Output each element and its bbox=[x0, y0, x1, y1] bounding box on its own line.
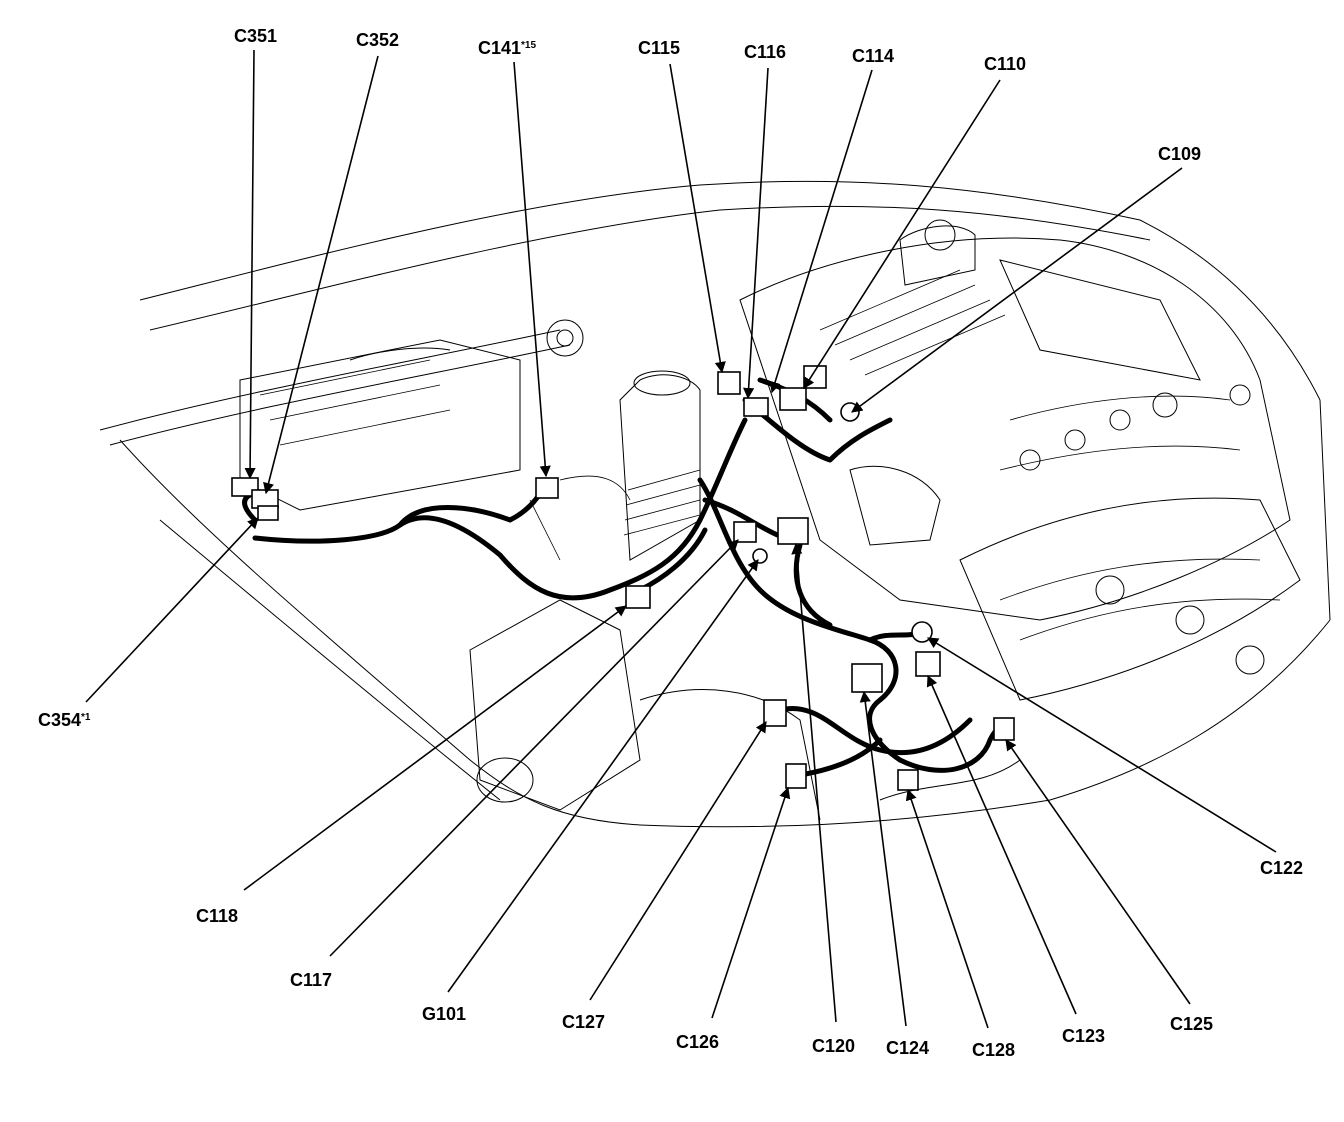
leader-c114 bbox=[769, 69, 873, 394]
label-c118: C118 bbox=[196, 906, 238, 926]
label-c127: C127 bbox=[562, 1012, 605, 1032]
connector-c354 bbox=[257, 505, 279, 521]
label-c126: C126 bbox=[676, 1032, 719, 1052]
leader-c122 bbox=[927, 637, 1277, 853]
leader-lines bbox=[85, 49, 1277, 1029]
wire-harness bbox=[242, 377, 1008, 778]
connector-c120 bbox=[777, 517, 809, 545]
leader-c354 bbox=[85, 517, 259, 703]
label-c120: C120 bbox=[812, 1036, 855, 1056]
label-c141: C141*15 bbox=[478, 38, 536, 58]
leader-c115 bbox=[669, 63, 726, 374]
leader-c118 bbox=[243, 605, 627, 891]
connectors bbox=[231, 365, 1015, 791]
leader-c116 bbox=[743, 67, 769, 400]
leader-g101 bbox=[447, 559, 759, 993]
connector-c126 bbox=[785, 763, 807, 789]
leader-c351 bbox=[244, 49, 256, 480]
label-g101: G101 bbox=[422, 1004, 466, 1024]
label-c352: C352 bbox=[356, 30, 399, 50]
engine-compartment-outline bbox=[99, 180, 1331, 828]
connector-labels: C351 C352 C141*15 C115 C116 C114 C110 C1… bbox=[38, 26, 1303, 1060]
label-c354: C354*1 bbox=[38, 710, 91, 730]
label-c116: C116 bbox=[744, 42, 786, 62]
connector-c122 bbox=[911, 621, 933, 643]
label-c124: C124 bbox=[886, 1038, 929, 1058]
leader-c124 bbox=[859, 690, 907, 1027]
ground-g101 bbox=[752, 548, 768, 564]
leader-c127 bbox=[589, 721, 767, 1001]
label-c114: C114 bbox=[852, 46, 894, 66]
connector-c109 bbox=[840, 402, 860, 422]
label-c128: C128 bbox=[972, 1040, 1015, 1060]
leader-c352 bbox=[263, 55, 379, 495]
label-c109: C109 bbox=[1158, 144, 1201, 164]
leader-c128 bbox=[905, 788, 989, 1029]
connector-c141 bbox=[535, 477, 559, 499]
leader-c123 bbox=[926, 674, 1077, 1015]
leader-c109 bbox=[851, 167, 1183, 413]
label-c122: C122 bbox=[1260, 858, 1303, 878]
leader-c110 bbox=[803, 79, 1001, 389]
connector-c118 bbox=[625, 585, 651, 609]
connector-c123 bbox=[915, 651, 941, 677]
connector-c117 bbox=[733, 521, 757, 543]
connector-c115 bbox=[717, 371, 741, 395]
leader-c120 bbox=[791, 542, 837, 1023]
leader-c117 bbox=[329, 539, 739, 957]
label-c123: C123 bbox=[1062, 1026, 1105, 1046]
connector-c128 bbox=[897, 769, 919, 791]
connector-c125 bbox=[993, 717, 1015, 741]
leader-c141 bbox=[513, 61, 551, 478]
connector-c124 bbox=[851, 663, 883, 693]
label-c117: C117 bbox=[290, 970, 332, 990]
label-c115: C115 bbox=[638, 38, 680, 58]
leader-c126 bbox=[711, 786, 791, 1019]
label-c351: C351 bbox=[234, 26, 277, 46]
connector-c127 bbox=[763, 699, 787, 727]
leader-c125 bbox=[1005, 739, 1191, 1005]
label-c110: C110 bbox=[984, 54, 1026, 74]
connector-c114 bbox=[779, 387, 807, 411]
connector-c116 bbox=[743, 397, 769, 417]
label-c125: C125 bbox=[1170, 1014, 1213, 1034]
